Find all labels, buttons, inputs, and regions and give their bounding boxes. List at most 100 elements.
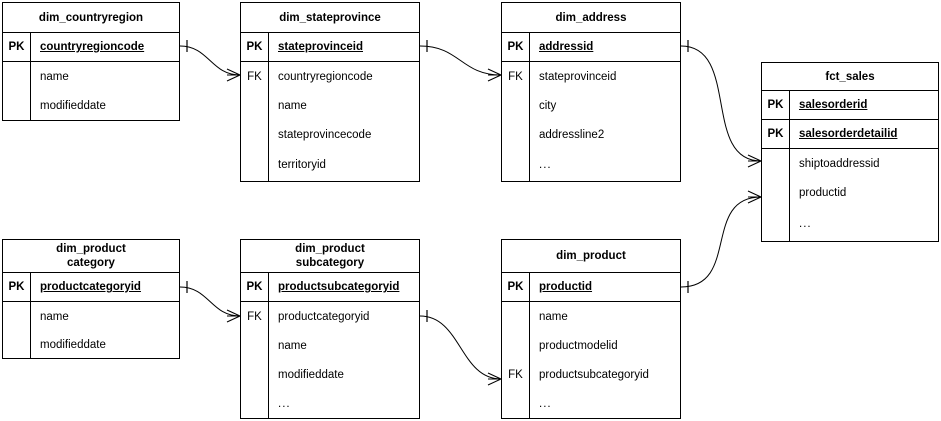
key-badge-none (502, 120, 529, 149)
attribute-row[interactable]: name (31, 62, 179, 91)
attribute-label: stateprovincecode (278, 128, 372, 141)
entity-body: PK FK productsubcategoryid productcategoryi… (241, 273, 419, 418)
cardinality-many-prong-down (747, 196, 762, 204)
cardinality-many-prong-up (487, 68, 502, 76)
cardinality-many-prong-down (226, 74, 241, 82)
attribute-row[interactable]: shiptoaddressid (790, 149, 938, 178)
attribute-row[interactable]: territoryid (269, 149, 419, 181)
cardinality-many-prong-up (747, 154, 762, 162)
attribute-label: productid (799, 186, 847, 199)
key-badge-none (3, 91, 30, 120)
attribute-label: addressid (539, 41, 594, 53)
key-badge-pk: PK (762, 91, 789, 120)
attribute-row[interactable]: productmodelid (530, 331, 680, 360)
attribute-row[interactable]: stateprovinceid (269, 33, 419, 62)
attribute-row[interactable]: stateprovincecode (269, 120, 419, 149)
cardinality-many-prong-down (487, 378, 502, 386)
key-badge-pk: PK (241, 33, 268, 62)
attribute-row[interactable]: productcategoryid (269, 302, 419, 331)
attribute-row[interactable]: productsubcategoryid (269, 273, 419, 302)
attribute-column: stateprovinceid countryregioncode name stat… (269, 33, 419, 181)
key-badge-pk: PK (3, 33, 30, 62)
key-badge-none (241, 120, 268, 149)
attribute-row[interactable]: addressline2 (530, 120, 680, 149)
attribute-label: productsubcategoryid (278, 281, 400, 293)
relationship-rel-productcategory-subcategory (179, 281, 241, 323)
attribute-row[interactable]: stateprovinceid (530, 62, 680, 91)
attribute-row[interactable]: name (31, 302, 179, 331)
key-badge-none (502, 302, 529, 331)
attribute-row[interactable]: city (530, 91, 680, 120)
attribute-row[interactable]: ... (790, 207, 938, 241)
attribute-label: salesorderdetailid (799, 128, 898, 140)
attribute-label: name (539, 310, 568, 323)
key-badge-pk: PK (241, 273, 268, 302)
entity-body: PK countryregioncode name modifieddate (3, 33, 179, 120)
cardinality-many-prong-down (747, 160, 762, 168)
attribute-label: ... (799, 218, 812, 230)
attribute-row[interactable]: modifieddate (31, 91, 179, 120)
relationship-line[interactable] (179, 45, 241, 76)
key-badge-pk: PK (502, 33, 529, 62)
key-badge-none (502, 389, 529, 418)
relationship-rel-product-sales (680, 190, 762, 293)
attribute-label: territoryid (278, 159, 326, 171)
attribute-row[interactable]: productsubcategoryid (530, 360, 680, 389)
attribute-row[interactable]: name (269, 331, 419, 360)
key-badge-none (241, 360, 268, 389)
attribute-label: addressline2 (539, 128, 605, 141)
key-badge-none (3, 62, 30, 91)
relationship-line[interactable] (680, 45, 762, 162)
attribute-row[interactable]: ... (530, 149, 680, 181)
key-badge-fk: FK (247, 310, 262, 323)
attribute-row[interactable]: salesorderid (790, 91, 938, 120)
relationship-rel-countryregion-stateprovince (179, 40, 241, 82)
attribute-row[interactable]: salesorderdetailid (790, 120, 938, 149)
relationship-line[interactable] (680, 196, 762, 288)
key-badge-none (762, 149, 789, 178)
key-badge-none (502, 149, 529, 181)
attribute-label: countryregioncode (278, 70, 373, 83)
attribute-row[interactable]: productid (530, 273, 680, 302)
attribute-row[interactable]: name (530, 302, 680, 331)
key-badge-pk: PK (3, 273, 30, 302)
attribute-row[interactable]: addressid (530, 33, 680, 62)
key-column: PK (3, 33, 31, 120)
cardinality-many-prong-up (487, 372, 502, 380)
relationship-rel-subcategory-product (419, 310, 502, 386)
attribute-label: productid (539, 281, 593, 293)
attribute-row[interactable]: modifieddate (269, 360, 419, 389)
cardinality-many-prong-up (226, 68, 241, 76)
relationship-line[interactable] (419, 315, 502, 380)
relationship-line[interactable] (419, 45, 502, 76)
attribute-row[interactable]: countryregioncode (269, 62, 419, 91)
relationship-line[interactable] (179, 286, 241, 317)
attribute-row[interactable]: ... (269, 389, 419, 418)
attribute-row[interactable]: modifieddate (31, 331, 179, 358)
attribute-row[interactable]: productid (790, 178, 938, 207)
key-badge-fk: FK (508, 368, 523, 381)
attribute-label: city (539, 99, 557, 112)
attribute-row[interactable]: countryregioncode (31, 33, 179, 62)
attribute-row[interactable]: productcategoryid (31, 273, 179, 302)
attribute-label: modifieddate (40, 99, 106, 112)
attribute-label: countryregioncode (40, 41, 145, 53)
attribute-row[interactable]: name (269, 91, 419, 120)
attribute-label: name (278, 339, 307, 352)
attribute-row[interactable]: ... (530, 389, 680, 418)
